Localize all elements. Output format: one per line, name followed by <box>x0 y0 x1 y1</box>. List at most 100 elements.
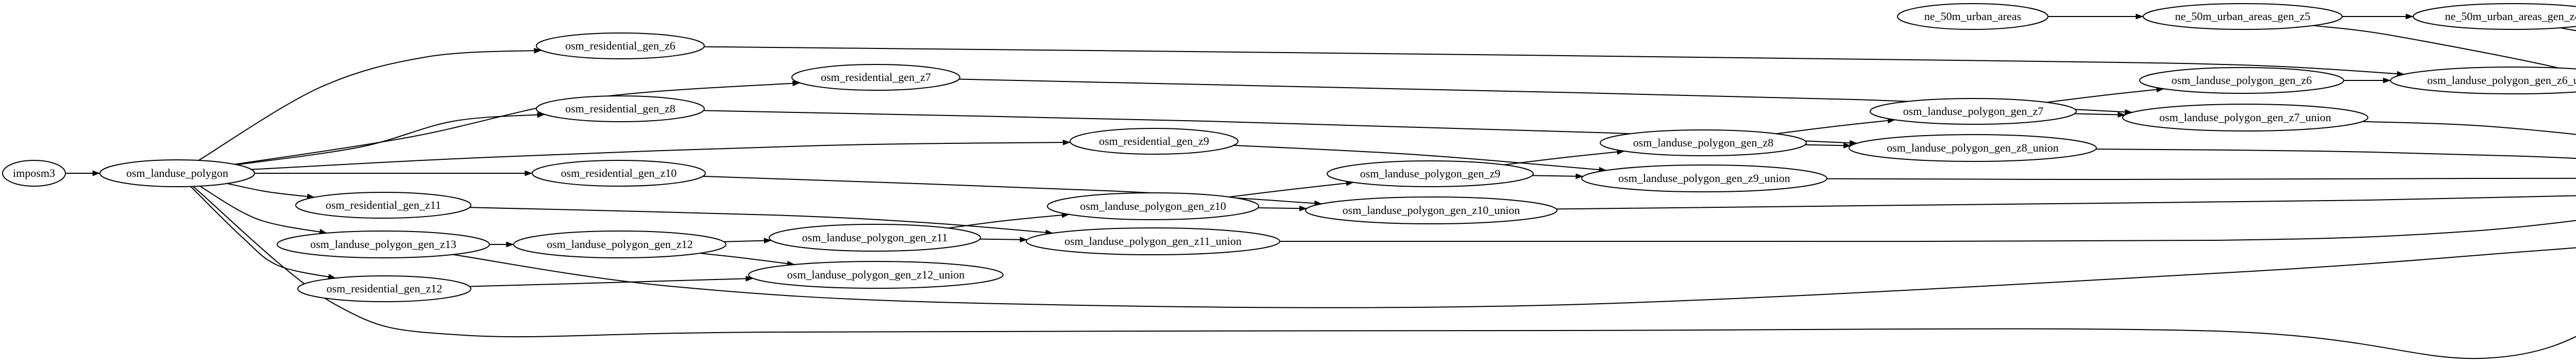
node-label: osm_residential_gen_z7 <box>821 71 931 84</box>
edge-osm_landuse_polygon_gen_z13-to-layer_landuse-z13 <box>452 247 2576 308</box>
table-node-osm_landuse_polygon_gen_z12_union[interactable]: osm_landuse_polygon_gen_z12_union <box>748 261 1004 289</box>
node-ellipse <box>2143 3 2343 30</box>
node-label: osm_residential_gen_z8 <box>565 102 675 115</box>
node-ellipse <box>1849 134 2097 162</box>
node-ellipse <box>2 160 66 187</box>
edge-osm_landuse_polygon_gen_z7-to-osm_landuse_polygon_gen_z6 <box>2046 87 2164 103</box>
node-label: osm_landuse_polygon_gen_z12 <box>547 238 693 251</box>
node-ellipse <box>536 95 705 122</box>
edge-osm_landuse_polygon_gen_z7-to-osm_landuse_polygon_gen_z7_union <box>2074 111 2126 118</box>
node-layer: imposm3 osm_landuse_polygon osm_residentia… <box>2 3 2576 302</box>
table-node-osm_landuse_polygon_gen_z9_union[interactable]: osm_landuse_polygon_gen_z9_union <box>1581 164 1827 192</box>
edge-osm_landuse_polygon_gen_z8-to-osm_landuse_polygon_gen_z8_union <box>1805 142 1852 149</box>
node-ellipse <box>277 231 490 258</box>
table-node-osm_landuse_polygon_gen_z6_union[interactable]: osm_landuse_polygon_gen_z6_union <box>2390 67 2576 94</box>
table-node-osm_residential_gen_z10[interactable]: osm_residential_gen_z10 <box>532 160 706 187</box>
table-node-osm_landuse_polygon_gen_z11[interactable]: osm_landuse_polygon_gen_z11 <box>769 224 981 252</box>
edge-osm_landuse_polygon-to-osm_landuse_polygon_gen_z13 <box>199 186 327 235</box>
node-ellipse <box>295 192 471 219</box>
edge-osm_landuse_polygon_gen_z10-to-osm_landuse_polygon_gen_z9 <box>1229 180 1354 198</box>
table-node-osm_landuse_polygon_gen_z8_union[interactable]: osm_landuse_polygon_gen_z8_union <box>1849 134 2097 162</box>
edge-osm_landuse_polygon-to-osm_residential_gen_z11 <box>227 183 315 200</box>
edge-osm_landuse_polygon-to-osm_residential_gen_z7 <box>234 80 801 165</box>
node-ellipse <box>1870 98 2077 125</box>
edge-osm_residential_gen_z11-to-osm_landuse_polygon_gen_z11_union <box>469 207 1054 236</box>
node-label: osm_landuse_polygon_gen_z11_union <box>1064 235 1242 248</box>
node-ellipse <box>1047 192 1259 220</box>
node-label: osm_residential_gen_z6 <box>565 39 675 52</box>
edge-osm_landuse_polygon_gen_z8_union-to-layer_landuse-z8 <box>2096 149 2576 159</box>
edge-osm_landuse_polygon_gen_z12-to-osm_landuse_polygon_gen_z12_union <box>700 253 795 267</box>
node-label: osm_residential_gen_z9 <box>1099 135 1209 147</box>
table-node-imposm3[interactable]: imposm3 <box>2 160 66 187</box>
node-label: osm_landuse_polygon_gen_z10 <box>1080 200 1226 212</box>
table-node-osm_landuse_polygon[interactable]: osm_landuse_polygon <box>99 159 255 187</box>
edge-osm_residential_gen_z6-to-osm_landuse_polygon_gen_z6_union <box>704 46 2405 77</box>
table-node-ne_50m_urban_areas_gen_z4[interactable]: ne_50m_urban_areas_gen_z4 <box>2413 3 2576 30</box>
edge-osm_landuse_polygon_gen_z11-to-osm_landuse_polygon_gen_z10 <box>948 212 1070 229</box>
edge-osm_residential_gen_z10-to-osm_landuse_polygon_gen_z10_union <box>703 175 1323 206</box>
node-label: osm_residential_gen_z11 <box>326 199 441 211</box>
table-node-osm_residential_gen_z7[interactable]: osm_residential_gen_z7 <box>791 64 960 91</box>
edge-osm_landuse_polygon-to-layer_landuse-z14plus <box>193 186 2576 359</box>
node-label: osm_landuse_polygon_gen_z10_union <box>1343 204 1520 217</box>
table-node-osm_residential_gen_z12[interactable]: osm_residential_gen_z12 <box>297 275 471 302</box>
edge-osm_landuse_polygon_gen_z7_union-to-layer_landuse-z7 <box>2362 121 2576 135</box>
table-node-osm_residential_gen_z8[interactable]: osm_residential_gen_z8 <box>536 95 705 122</box>
edge-osm_landuse_polygon_gen_z10_union-to-layer_landuse-z10 <box>1556 195 2576 210</box>
node-ellipse <box>2139 67 2344 94</box>
table-node-osm_residential_gen_z9[interactable]: osm_residential_gen_z9 <box>1070 128 1239 155</box>
edge-layer <box>65 13 2576 359</box>
node-ellipse <box>1305 196 1557 224</box>
node-label: osm_landuse_polygon_gen_z12_union <box>787 268 965 281</box>
node-label: osm_landuse_polygon_gen_z13 <box>310 238 456 251</box>
table-node-ne_50m_urban_areas[interactable]: ne_50m_urban_areas <box>1897 3 2048 30</box>
table-node-osm_landuse_polygon_gen_z12[interactable]: osm_landuse_polygon_gen_z12 <box>513 231 726 258</box>
edge-osm_landuse_polygon_gen_z9_union-to-layer_landuse-z9 <box>1826 177 2576 180</box>
node-label: osm_landuse_polygon_gen_z7 <box>1903 105 2044 118</box>
node-ellipse <box>1897 3 2048 30</box>
edge-osm_residential_gen_z9-to-osm_landuse_polygon_gen_z9_union <box>1233 144 1607 173</box>
table-node-osm_landuse_polygon_gen_z9[interactable]: osm_landuse_polygon_gen_z9 <box>1327 160 1534 187</box>
table-node-ne_50m_urban_areas_gen_z5[interactable]: ne_50m_urban_areas_gen_z5 <box>2143 3 2343 30</box>
table-node-osm_landuse_polygon_gen_z7[interactable]: osm_landuse_polygon_gen_z7 <box>1870 98 2077 125</box>
node-ellipse <box>297 275 471 302</box>
node-ellipse <box>1070 128 1239 155</box>
table-node-osm_landuse_polygon_gen_z6[interactable]: osm_landuse_polygon_gen_z6 <box>2139 67 2344 94</box>
node-ellipse <box>532 160 706 187</box>
node-label: osm_residential_gen_z10 <box>561 167 677 179</box>
table-node-osm_residential_gen_z6[interactable]: osm_residential_gen_z6 <box>536 32 705 59</box>
edge-osm_landuse_polygon-to-osm_residential_gen_z12 <box>190 186 336 279</box>
node-label: osm_landuse_polygon <box>126 167 228 179</box>
node-label: osm_landuse_polygon_gen_z9 <box>1360 167 1501 180</box>
node-ellipse <box>1600 129 1807 156</box>
node-label: ne_50m_urban_areas_gen_z4 <box>2445 10 2576 23</box>
table-node-osm_landuse_polygon_gen_z11_union[interactable]: osm_landuse_polygon_gen_z11_union <box>1026 227 1280 255</box>
edge-osm_residential_gen_z12-to-osm_landuse_polygon_gen_z12_union <box>469 275 754 287</box>
table-node-osm_landuse_polygon_gen_z8[interactable]: osm_landuse_polygon_gen_z8 <box>1600 129 1807 156</box>
edge-osm_landuse_polygon_gen_z9-to-osm_landuse_polygon_gen_z8 <box>1504 149 1625 166</box>
edge-osm_landuse_polygon_gen_z11_union-to-layer_landuse-z11 <box>1279 220 2576 242</box>
node-ellipse <box>769 224 981 252</box>
table-node-osm_landuse_polygon_gen_z10[interactable]: osm_landuse_polygon_gen_z10 <box>1047 192 1259 220</box>
edge-ne_50m_urban_areas_gen_z5-to-layer_landuse-z5 <box>2313 25 2576 73</box>
edge-osm_landuse_polygon_gen_z8-to-osm_landuse_polygon_gen_z7 <box>1776 118 1895 135</box>
table-node-osm_landuse_polygon_gen_z13[interactable]: osm_landuse_polygon_gen_z13 <box>277 231 490 258</box>
node-label: ne_50m_urban_areas_gen_z5 <box>2175 10 2311 23</box>
node-ellipse <box>2390 67 2576 94</box>
edge-osm_landuse_polygon_gen_z9-to-osm_landuse_polygon_gen_z9_union <box>1532 173 1584 179</box>
node-label: ne_50m_urban_areas <box>1924 10 2021 23</box>
table-node-osm_residential_gen_z11[interactable]: osm_residential_gen_z11 <box>295 192 471 219</box>
node-ellipse <box>1581 164 1827 192</box>
node-ellipse <box>536 32 705 59</box>
table-node-osm_landuse_polygon_gen_z10_union[interactable]: osm_landuse_polygon_gen_z10_union <box>1305 196 1557 224</box>
edge-osm_landuse_polygon_gen_z11-to-osm_landuse_polygon_gen_z11_union <box>979 237 1028 243</box>
node-ellipse <box>748 261 1004 289</box>
node-ellipse <box>513 231 726 258</box>
node-ellipse <box>1026 227 1280 255</box>
node-ellipse <box>99 159 255 187</box>
node-ellipse <box>791 64 960 91</box>
table-node-osm_landuse_polygon_gen_z7_union[interactable]: osm_landuse_polygon_gen_z7_union <box>2122 104 2368 131</box>
